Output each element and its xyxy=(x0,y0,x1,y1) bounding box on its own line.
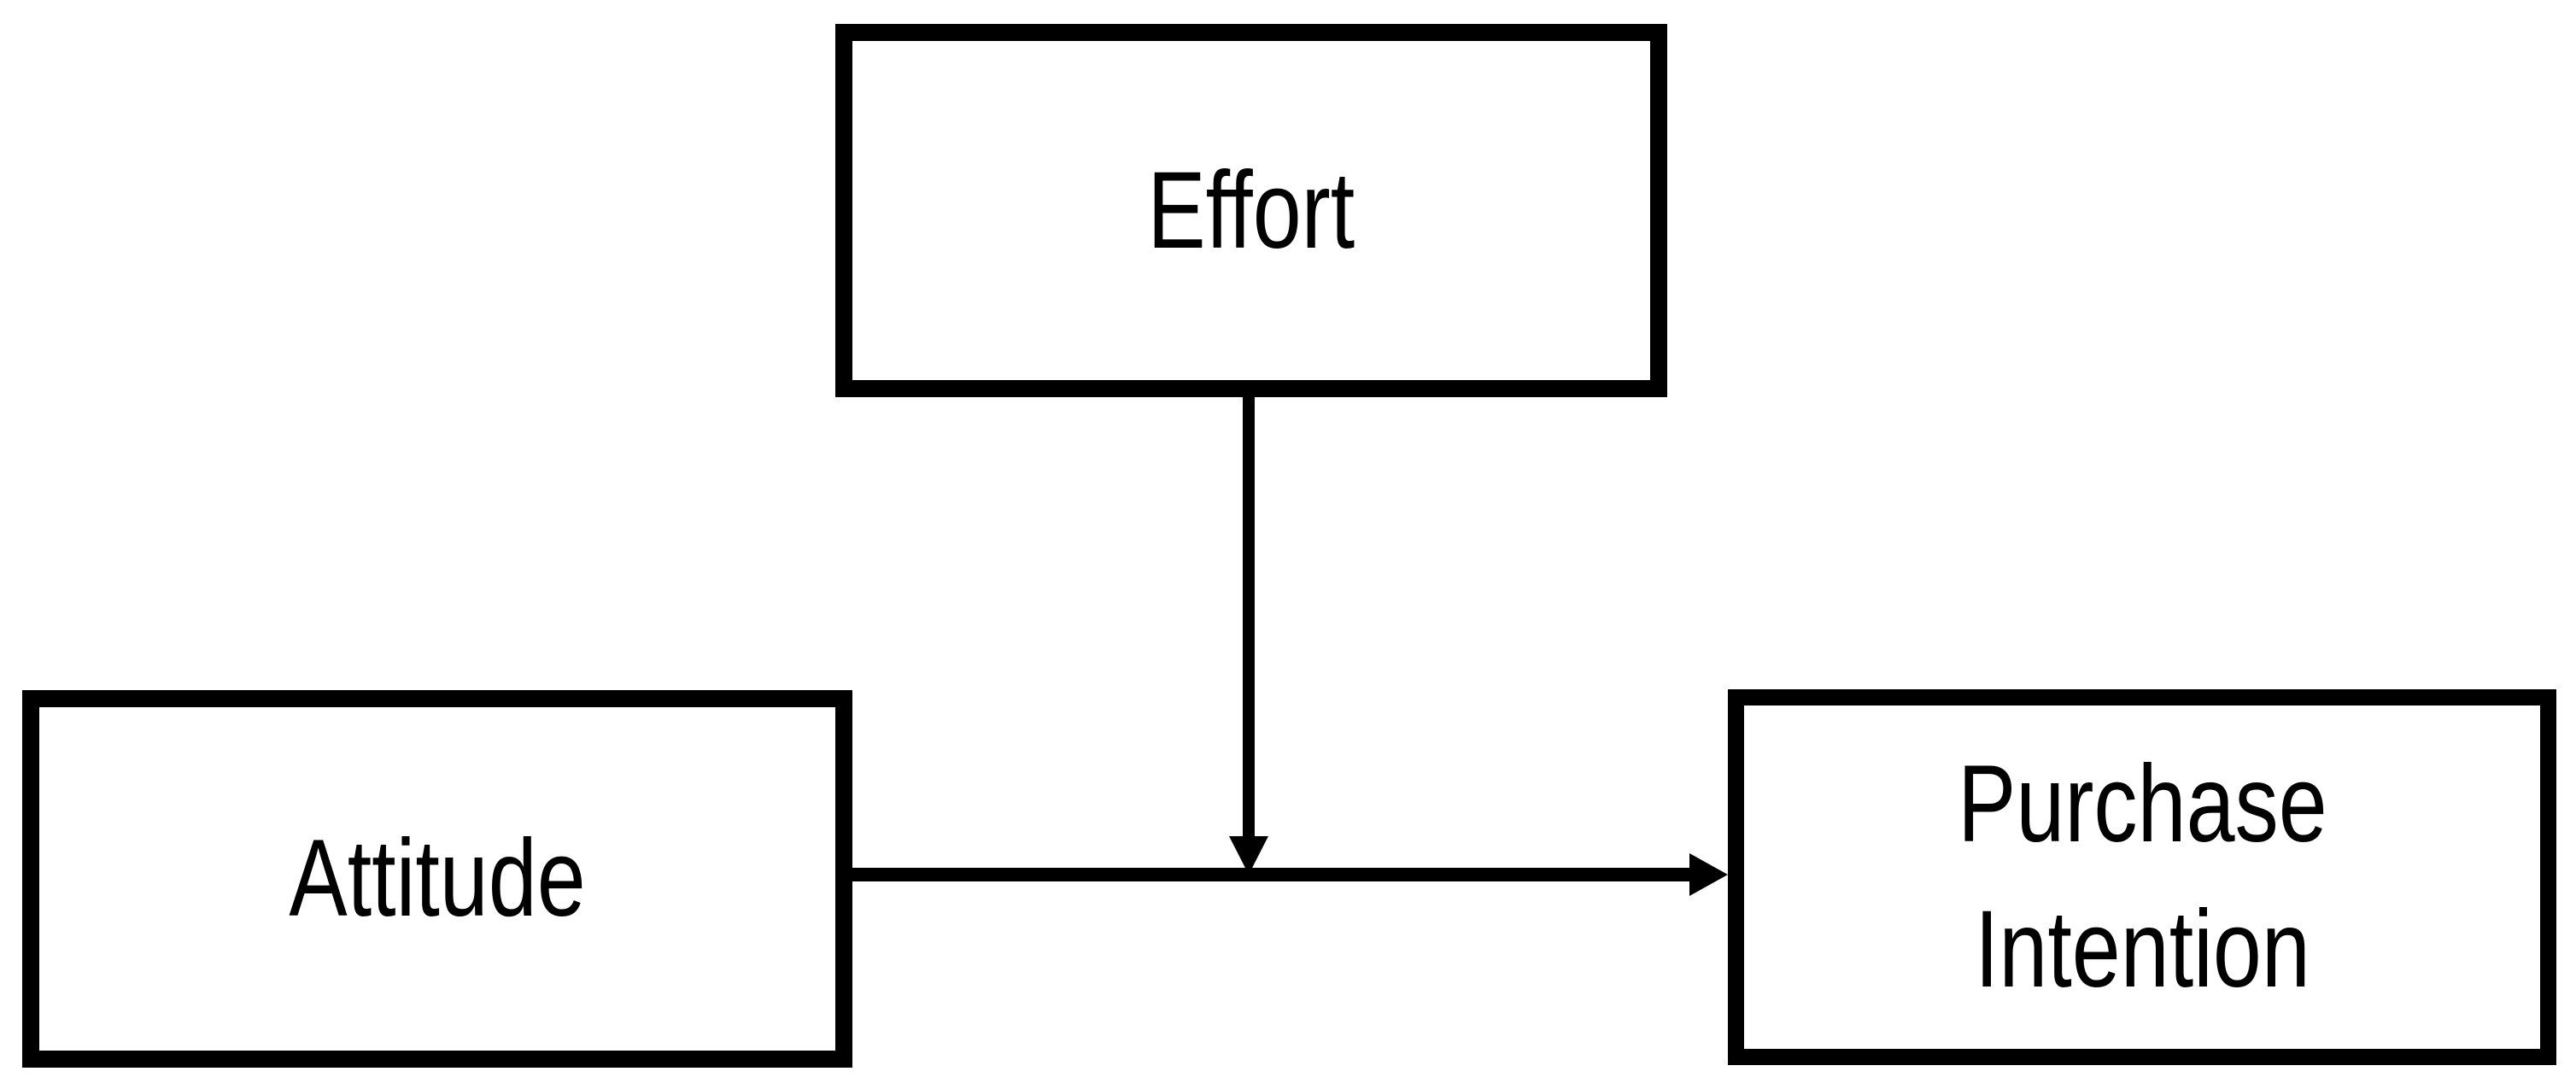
node-purchase-intention[interactable]: Purchase Intention xyxy=(1728,689,2556,1065)
edge-attitude-to-purchase-intention[interactable] xyxy=(852,853,1728,896)
arrowhead-down-icon xyxy=(1229,836,1268,875)
arrowhead-right-icon xyxy=(1689,853,1728,896)
node-attitude-label: Attitude xyxy=(289,817,586,940)
node-effort-label: Effort xyxy=(1147,149,1355,272)
node-effort[interactable]: Effort xyxy=(835,24,1667,397)
node-attitude[interactable]: Attitude xyxy=(22,690,852,1068)
edge-effort-to-path[interactable] xyxy=(1229,397,1268,875)
node-purchase-intention-label: Purchase Intention xyxy=(1957,743,2327,1010)
